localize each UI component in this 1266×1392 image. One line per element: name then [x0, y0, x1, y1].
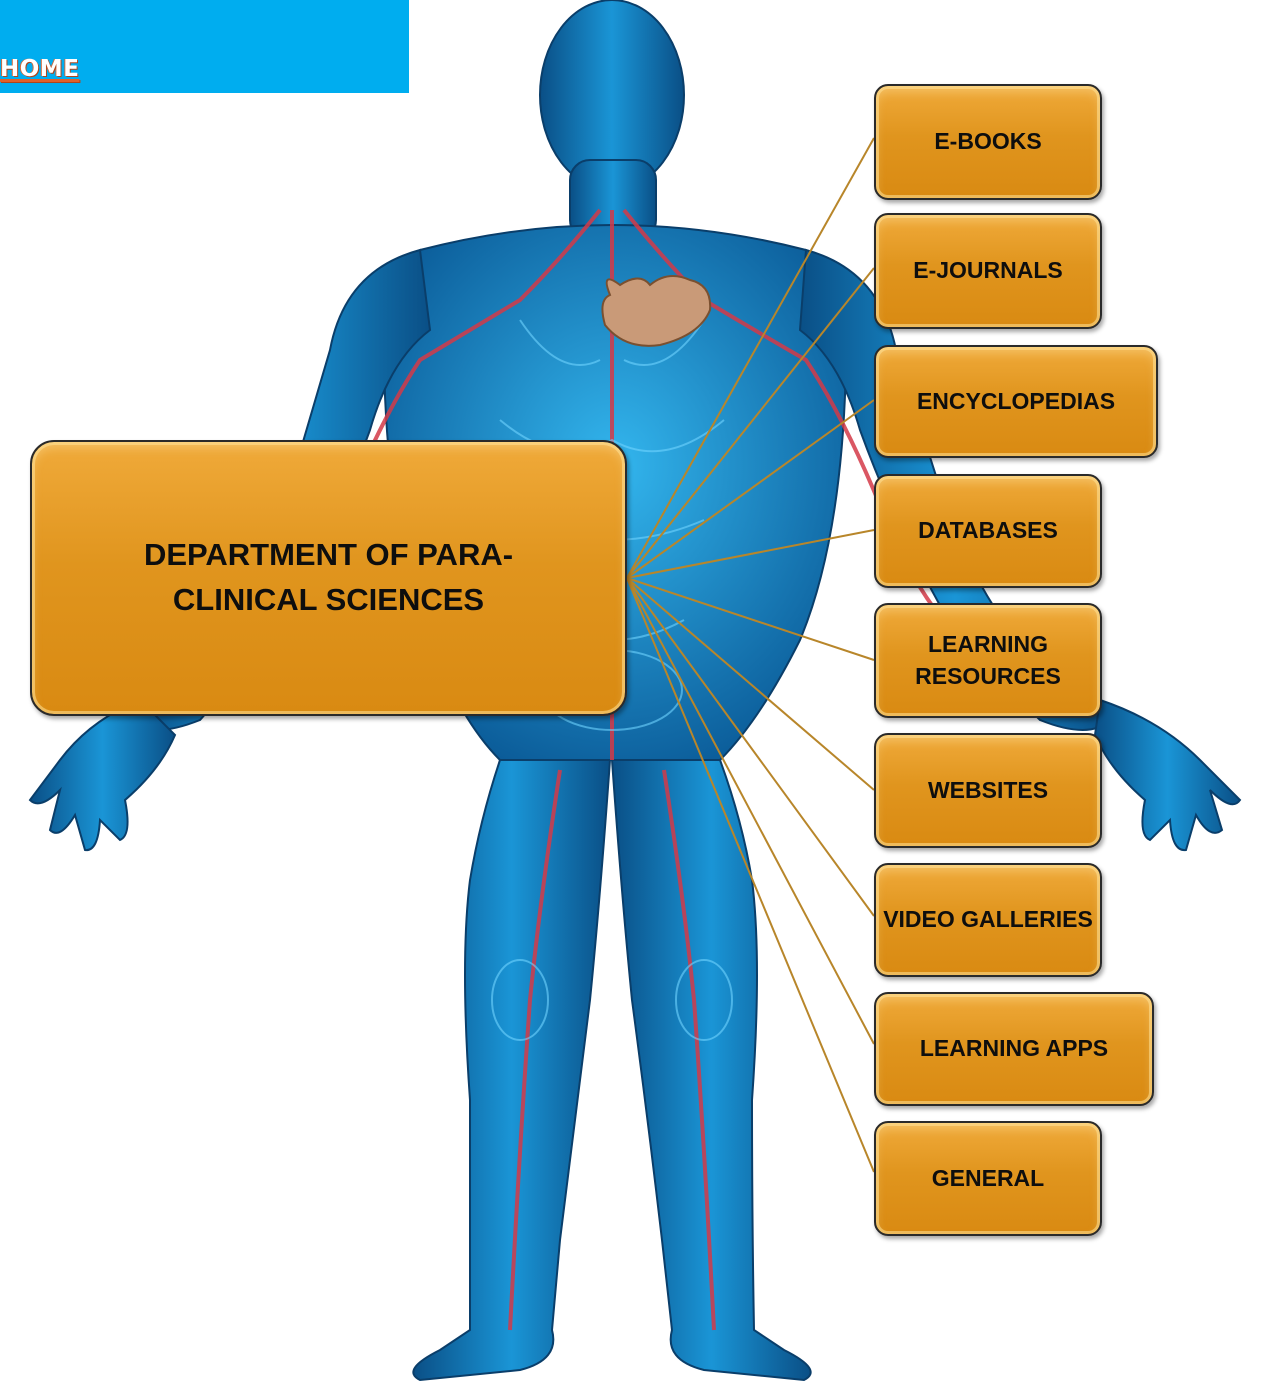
home-link[interactable]: HOME	[0, 56, 79, 82]
resource-box-e-journals[interactable]: E-JOURNALS	[874, 213, 1102, 329]
resource-label: E-JOURNALS	[913, 255, 1063, 286]
resource-box-learning-resources[interactable]: LEARNING RESOURCES	[874, 603, 1102, 718]
resource-box-encyclopedias[interactable]: ENCYCLOPEDIAS	[874, 345, 1158, 458]
resource-box-learning-apps[interactable]: LEARNING APPS	[874, 992, 1154, 1106]
resource-label: VIDEO GALLERIES	[883, 904, 1093, 935]
resource-label: WEBSITES	[928, 775, 1048, 806]
department-title: DEPARTMENT OF PARA-CLINICAL SCIENCES	[32, 533, 625, 623]
resource-box-general[interactable]: GENERAL	[874, 1121, 1102, 1236]
resource-label: LEARNING RESOURCES	[876, 629, 1100, 691]
resource-box-e-books[interactable]: E-BOOKS	[874, 84, 1102, 200]
resource-label: E-BOOKS	[934, 126, 1041, 157]
resource-label: ENCYCLOPEDIAS	[917, 386, 1115, 417]
department-box: DEPARTMENT OF PARA-CLINICAL SCIENCES	[30, 440, 627, 716]
resource-box-databases[interactable]: DATABASES	[874, 474, 1102, 588]
resource-label: GENERAL	[932, 1163, 1044, 1194]
resource-box-video-galleries[interactable]: VIDEO GALLERIES	[874, 863, 1102, 977]
resource-label: DATABASES	[918, 515, 1058, 546]
resource-label: LEARNING APPS	[920, 1033, 1108, 1064]
home-banner: HOME	[0, 0, 409, 93]
resource-box-websites[interactable]: WEBSITES	[874, 733, 1102, 848]
